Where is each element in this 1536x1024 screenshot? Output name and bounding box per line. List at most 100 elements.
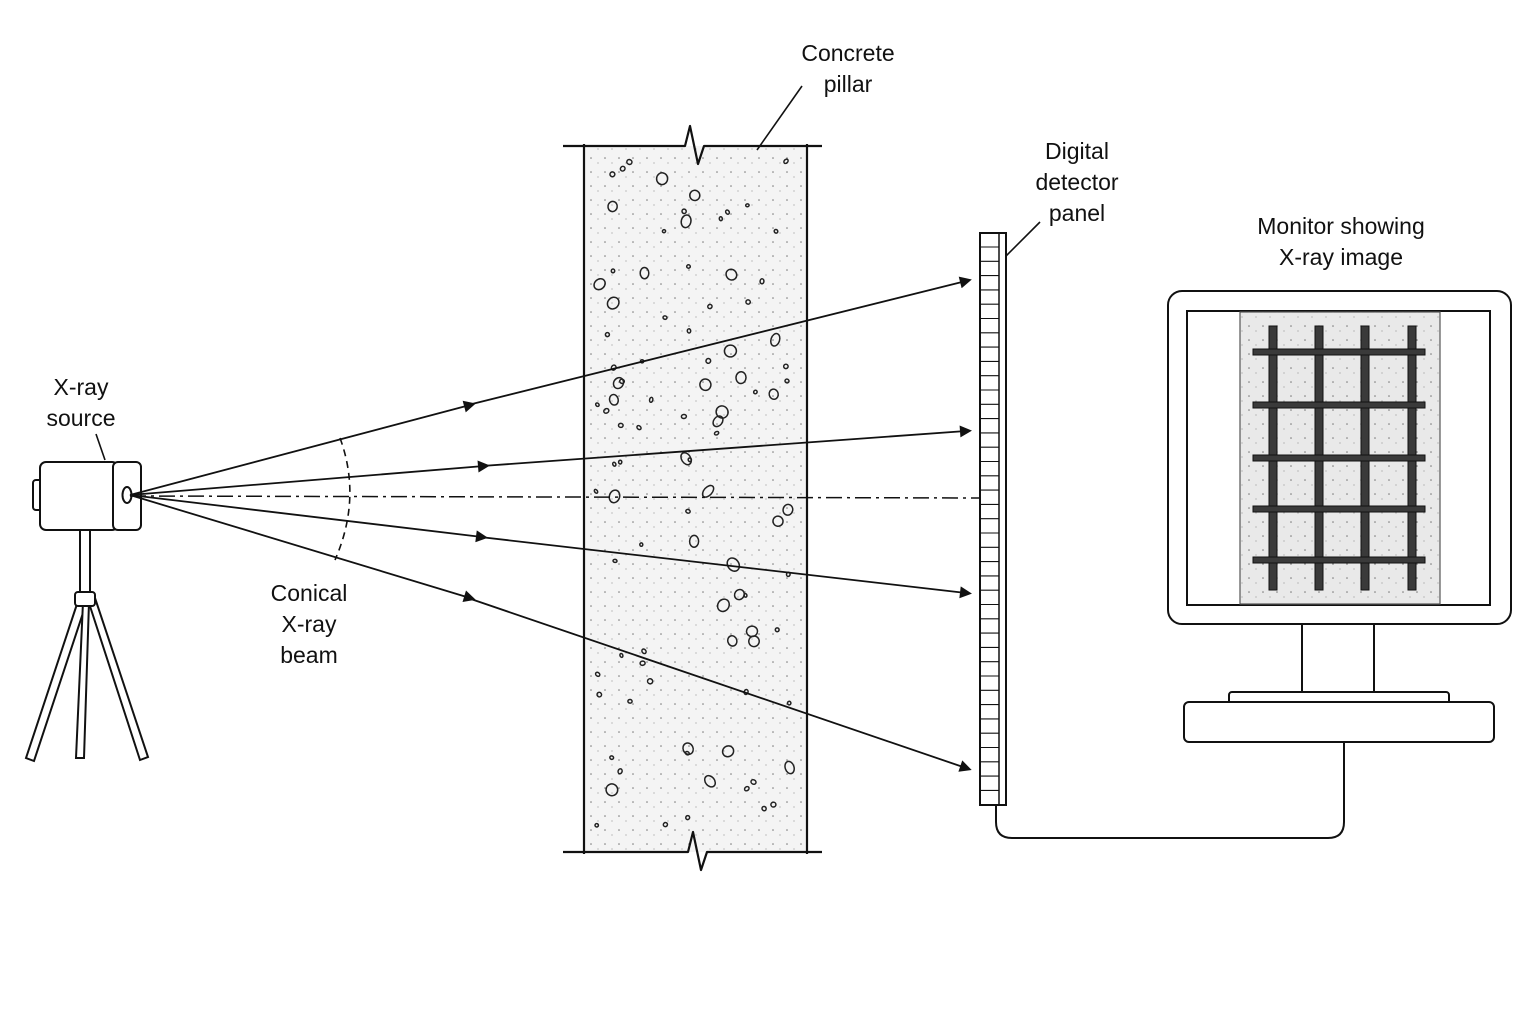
aggregate-stone: [607, 200, 618, 213]
aggregate-stone: [680, 451, 693, 466]
detector-leader: [1005, 221, 1041, 257]
aggregate-grain: [636, 424, 642, 431]
aggregate-stone: [655, 172, 669, 186]
aggregate-stone: [733, 588, 746, 601]
aggregate-grain: [782, 363, 789, 370]
aggregate-grain: [681, 208, 687, 215]
aggregate-grain: [783, 158, 789, 165]
aggregate-grain: [617, 768, 623, 775]
label-conical-beam-line-3: beam: [280, 642, 338, 668]
label-detector-panel-line-3: panel: [1048, 200, 1106, 226]
aggregate-stone: [772, 515, 784, 528]
beam-ray-3: [129, 494, 488, 543]
aggregate-grain: [707, 303, 713, 310]
beam-ray-2: [129, 460, 490, 496]
label-monitor: Monitor showing X-ray image: [1236, 211, 1446, 273]
aggregate-grain: [685, 264, 692, 269]
beam-ray-2-cont: [481, 425, 972, 467]
aggregate-stone: [593, 277, 606, 291]
aggregate-grain: [759, 278, 765, 285]
beam-ray-3-cont: [479, 536, 972, 599]
aggregate-stone: [688, 534, 700, 548]
aggregate-grain: [750, 778, 757, 786]
aggregate-stone: [680, 214, 692, 229]
label-conical-beam-line-1: Conical: [270, 580, 348, 606]
aggregate-stone: [748, 635, 760, 648]
rebar-horizontal: [1252, 556, 1426, 564]
aggregate-grain: [752, 389, 758, 395]
aggregate-stone: [605, 783, 619, 797]
aggregate-grain: [617, 459, 623, 465]
aggregate-stone: [784, 760, 795, 775]
monitor: [1167, 290, 1512, 743]
label-detector-panel-line-2: detector: [1035, 169, 1119, 195]
beam-center-axis: [129, 495, 981, 499]
label-detector-panel-line-1: Digital: [1045, 138, 1109, 164]
aggregate-grain: [784, 378, 790, 384]
aggregate-stone: [639, 266, 650, 280]
aggregate-grain: [610, 268, 616, 274]
aggregate-grain: [593, 488, 599, 494]
aggregate-grain: [724, 209, 731, 215]
aggregate-grain: [617, 422, 624, 429]
aggregate-grain: [661, 228, 667, 234]
tripod: [24, 525, 150, 763]
label-monitor-line-1: Monitor showing: [1257, 213, 1425, 239]
aggregate-stone: [723, 344, 738, 358]
aggregate-grain: [685, 814, 691, 821]
aggregate-grain: [770, 801, 777, 808]
aggregate-grain: [612, 558, 618, 564]
aggregate-stone: [716, 598, 730, 613]
rebar-horizontal: [1252, 505, 1426, 513]
label-conical-beam: Conical X-ray beam: [250, 578, 368, 671]
aggregate-stone: [715, 405, 729, 419]
aggregate-grain: [662, 315, 668, 321]
aggregate-grain: [761, 805, 767, 812]
aggregate-stone: [770, 332, 781, 347]
aggregate-grain: [609, 171, 616, 178]
rebar-horizontal: [1252, 454, 1426, 462]
aggregate-grain: [626, 158, 633, 166]
aggregate-grain: [662, 821, 669, 828]
aggregate-grain: [594, 402, 600, 408]
aggregate-stone: [745, 625, 759, 638]
aggregate-grain: [648, 396, 654, 404]
aggregate-grain: [774, 627, 780, 633]
aggregate-stone: [735, 370, 747, 385]
concrete-pillar-leader: [756, 85, 803, 151]
aggregate-stone: [682, 742, 695, 756]
label-concrete-pillar-line-2: pillar: [823, 71, 873, 97]
aggregate-stone: [612, 376, 625, 390]
aggregate-grain: [786, 700, 792, 706]
aggregate-grain: [641, 648, 647, 655]
data-cable: [995, 742, 1345, 839]
concrete-aggregate: [593, 158, 795, 828]
label-xray-source-line-2: source: [46, 405, 116, 431]
beam-angle-arc: [334, 437, 351, 561]
aggregate-grain: [773, 228, 779, 234]
aggregate-stone: [712, 415, 724, 428]
aggregate-stone: [782, 503, 794, 516]
aggregate-stone: [608, 393, 620, 406]
label-conical-beam-line-2: X-ray: [281, 611, 337, 637]
aggregate-grain: [609, 755, 615, 761]
aggregate-stone: [703, 774, 717, 788]
aggregate-grain: [619, 652, 624, 659]
beam-ray-1-cont: [467, 276, 972, 406]
aggregate-stone: [726, 557, 741, 572]
aggregate-stone: [721, 745, 735, 758]
label-detector-panel: Digital detector panel: [1012, 136, 1142, 229]
aggregate-grain: [687, 457, 693, 463]
aggregate-grain: [594, 671, 601, 678]
aggregate-grain: [627, 698, 633, 704]
aggregate-stone: [608, 489, 621, 504]
monitor-base: [1183, 701, 1495, 743]
aggregate-grain: [685, 508, 691, 514]
aggregate-grain: [596, 691, 603, 698]
aggregate-stone: [699, 378, 712, 392]
aggregate-grain: [713, 430, 720, 436]
conical-xray-beam: [129, 276, 981, 772]
beam-ray-4: [129, 494, 476, 603]
detector-cell-grid: [980, 246, 999, 806]
pillar-top-break-line: [563, 124, 822, 166]
